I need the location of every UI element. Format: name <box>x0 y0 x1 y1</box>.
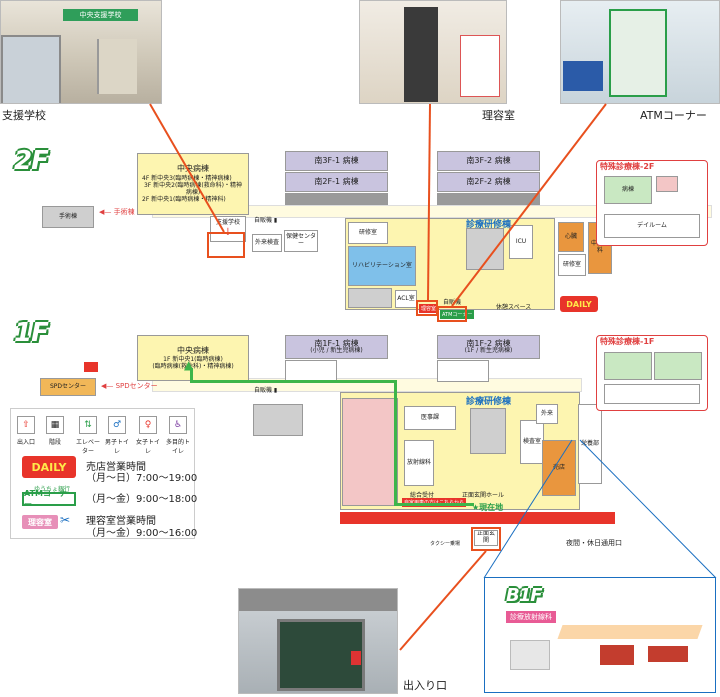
b1f-connector-a <box>483 439 573 579</box>
reception-label: 総合受付 <box>410 492 435 499</box>
current-location: ★現在地 <box>472 503 504 512</box>
atm-hours: （月〜金）9:00〜18:00 <box>86 494 198 505</box>
female-toilet-icon: ♀ <box>139 416 157 434</box>
taxi-label: タクシー乗場 <box>430 541 461 547</box>
elevator-icon: ⇅ <box>79 416 97 434</box>
shop-badge-2f: DAILY <box>560 296 598 312</box>
school-connector <box>149 103 225 233</box>
barber-badge: 理容室 <box>22 515 58 529</box>
barber-photo <box>359 0 507 104</box>
main-entrance[interactable]: 正面玄関 <box>474 530 498 546</box>
entrance-photo <box>238 588 398 694</box>
barber-tag-2f[interactable]: 理容室 <box>419 304 439 313</box>
south-ward-2f1: 南2F-1 病棟 <box>285 172 388 192</box>
research-wing-1f-label: 診療研修棟 <box>466 397 512 407</box>
stairs-icon: ▦ <box>46 416 64 434</box>
shop-room-1f: 売店 <box>542 440 576 496</box>
operation-arrow-2f: ◀— 手術棟 <box>99 208 135 216</box>
training-room-2f: 研修室 <box>348 222 388 244</box>
spd-arrow: ◀— SPDセンター <box>101 382 158 390</box>
route-path-h <box>190 380 396 383</box>
atm-tag-2f[interactable]: ATMコーナー <box>440 310 475 319</box>
shop-hours-title: 売店営業時間 <box>86 462 146 473</box>
floor-1f-badge: 1F <box>14 318 49 348</box>
floor-b1f-badge: B1F <box>506 585 543 606</box>
night-entrance-label: 夜間・休日通用口 <box>566 539 622 547</box>
atm-connector <box>451 103 607 307</box>
entrance-icon: ⇧ <box>17 416 35 434</box>
entrance-caption: 出入り口 <box>403 679 447 692</box>
atm-bank-label: ゆうちょ銀行 <box>34 486 71 493</box>
barber-hours: （月〜金）9:00〜16:00 <box>86 528 198 539</box>
south-ward-3f2: 南3F-2 病棟 <box>437 151 540 171</box>
room-2f-b: 保健センター <box>284 230 318 252</box>
special-wing-2f-title: 特殊診療棟-2F <box>600 162 655 171</box>
research-wing-2f-label: 診療研修棟 <box>466 220 512 230</box>
hall-label: 正面玄関ホール <box>462 492 505 499</box>
special-wing-1f-title: 特殊診療棟-1F <box>600 337 655 346</box>
south-ward-3f1: 南3F-1 病棟 <box>285 151 388 171</box>
route-arrow-icon: ▲ <box>184 358 194 372</box>
school-photo: 中央支援学校 <box>0 0 162 104</box>
atm-highlight <box>437 306 467 322</box>
atm-caption: ATMコーナー <box>640 109 707 122</box>
floor-2f-badge: 2F <box>14 146 49 176</box>
vending-1f: 自販機 ▮ <box>254 387 278 394</box>
rest-space-2f: 休憩スペース <box>496 304 532 311</box>
vending-2f: 自販機 ▮ <box>254 217 278 224</box>
route-path-v1 <box>190 368 193 382</box>
entrance-highlight <box>471 527 501 551</box>
accessible-toilet-icon: ♿ <box>169 416 187 434</box>
central-ward-2f: 中央病棟 4F 新中央3(臨時病棟・精神病棟) 3F 新中央2(臨時病棟(救命科… <box>137 153 249 215</box>
barber-connector <box>427 103 431 301</box>
central-ward-1f: 中央病棟 1F 新中央1(臨時病棟) (臨時病棟(救命科)・精神病棟) <box>137 335 249 381</box>
school-caption: 支援学校 <box>2 109 46 122</box>
shop-badge: DAILY <box>22 456 76 478</box>
male-toilet-icon: ♂ <box>108 416 126 434</box>
barber-hours-title: 理容室営業時間 <box>86 516 156 527</box>
b1f-connector-b <box>579 439 717 579</box>
acl-room: ACL室 <box>395 290 417 308</box>
south-ward-1f2: 南1F-2 病棟 (1F / 新生児病棟) <box>437 335 540 359</box>
entrance-row <box>340 512 615 524</box>
entrance-icon-spd <box>84 362 98 372</box>
scissors-icon: ✂ <box>60 513 71 527</box>
shop-hours: （月〜日）7:00〜19:00 <box>86 473 198 484</box>
operation-wing-2f: 手術棟 <box>42 206 94 228</box>
rehab-room: リハビリテーション室 <box>348 246 416 286</box>
south-ward-1f1: 南1F-1 病棟 (小児 / 新生児病棟) <box>285 335 388 359</box>
entrance-connector <box>399 550 487 651</box>
spd-center: SPDセンター <box>40 378 96 396</box>
route-path-h2 <box>394 503 474 506</box>
school-highlight <box>207 232 245 258</box>
route-path-v2 <box>394 380 397 506</box>
vending-2f-b: 自販機 <box>443 299 462 306</box>
atm-badge: ATMコーナー <box>22 489 76 509</box>
room-2f-a: 外来検査 <box>252 234 282 252</box>
barber-caption: 理容室 <box>482 109 515 122</box>
atm-photo <box>560 0 720 104</box>
school-sign: 中央支援学校 <box>63 9 138 21</box>
b1f-wing-label: 診療放射線科 <box>506 611 556 623</box>
south-ward-2f2: 南2F-2 病棟 <box>437 172 540 192</box>
